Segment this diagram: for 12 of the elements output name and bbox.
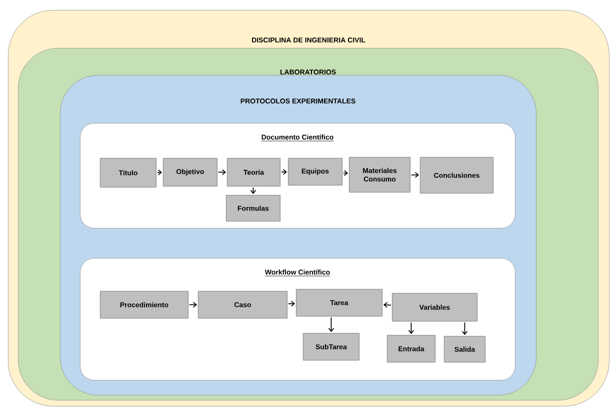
arrow — [218, 169, 226, 176]
arrow — [288, 300, 295, 307]
arrow — [410, 172, 419, 178]
arrow — [188, 302, 197, 308]
arrow — [462, 322, 468, 335]
arrow — [280, 169, 287, 175]
arrow — [342, 170, 348, 176]
arrow — [383, 302, 392, 308]
arrow — [250, 186, 256, 194]
arrow — [408, 322, 414, 334]
arrow — [156, 170, 162, 176]
arrow — [328, 316, 334, 332]
